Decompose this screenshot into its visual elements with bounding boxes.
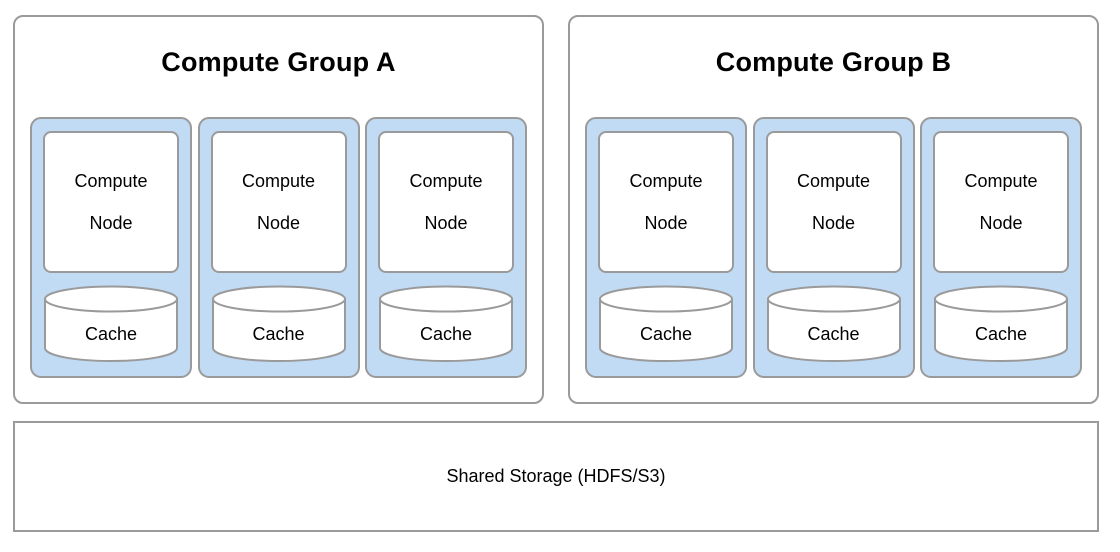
cache-label: Cache [84, 324, 138, 344]
compute-node-label-line2: Node [256, 213, 301, 233]
compute-group-b-title: Compute Group B [715, 47, 952, 77]
shared-storage-label: Shared Storage (HDFS/S3) [446, 466, 666, 486]
cache-label: Cache [639, 324, 693, 344]
compute-node-card: Compute Node Cache [585, 117, 747, 378]
cache-cylinder: Cache [766, 284, 902, 363]
compute-node-label-line2: Node [424, 213, 468, 233]
compute-node-box: Compute Node [43, 131, 179, 273]
cache-label: Cache [419, 324, 473, 344]
compute-node-label-line2: Node [811, 213, 856, 233]
compute-node-label-line1: Compute [409, 171, 483, 191]
compute-node-label-line1: Compute [629, 171, 703, 191]
cylinder-icon [934, 285, 1068, 363]
compute-group-a-container: Compute Group A Compute Node Cache [13, 15, 544, 404]
compute-node-label-line2: Node [644, 213, 688, 233]
compute-node-box: Compute Node [933, 131, 1069, 273]
cache-cylinder: Cache [211, 284, 347, 363]
compute-node-box: Compute Node [598, 131, 734, 273]
compute-node-box: Compute Node [210, 131, 347, 273]
compute-node-label-line1: Compute [241, 171, 316, 191]
compute-group-a-node-row: Compute Node Cache Compute Node [30, 117, 527, 378]
compute-group-b-node-row: Compute Node Cache Compute Node [585, 117, 1082, 378]
cylinder-icon [44, 285, 178, 363]
cache-label: Cache [807, 324, 860, 344]
compute-node-card: Compute Node Cache [365, 117, 527, 378]
compute-node-card: Compute Node Cache [752, 117, 915, 378]
cache-cylinder: Cache [378, 284, 514, 363]
compute-group-b-container: Compute Group B Compute Node Cache [568, 15, 1099, 404]
cache-cylinder: Cache [598, 284, 734, 363]
cache-cylinder: Cache [933, 284, 1069, 363]
compute-node-box: Compute Node [378, 131, 514, 273]
cache-label: Cache [252, 324, 305, 344]
compute-node-label-line2: Node [979, 213, 1023, 233]
compute-group-a-title: Compute Group A [161, 47, 396, 77]
cylinder-icon [379, 285, 513, 363]
compute-node-card: Compute Node Cache [197, 117, 360, 378]
compute-node-label-line2: Node [89, 213, 133, 233]
compute-node-label-line1: Compute [74, 171, 148, 191]
shared-storage-container: Shared Storage (HDFS/S3) [13, 421, 1099, 532]
cache-label: Cache [974, 324, 1028, 344]
compute-node-label-line1: Compute [796, 171, 871, 191]
compute-node-card: Compute Node Cache [30, 117, 192, 378]
cache-cylinder: Cache [43, 284, 179, 363]
cylinder-icon [766, 285, 901, 363]
compute-node-box: Compute Node [765, 131, 902, 273]
cylinder-icon [211, 285, 346, 363]
cylinder-icon [599, 285, 733, 363]
compute-node-card: Compute Node Cache [920, 117, 1082, 378]
compute-node-label-line1: Compute [964, 171, 1038, 191]
